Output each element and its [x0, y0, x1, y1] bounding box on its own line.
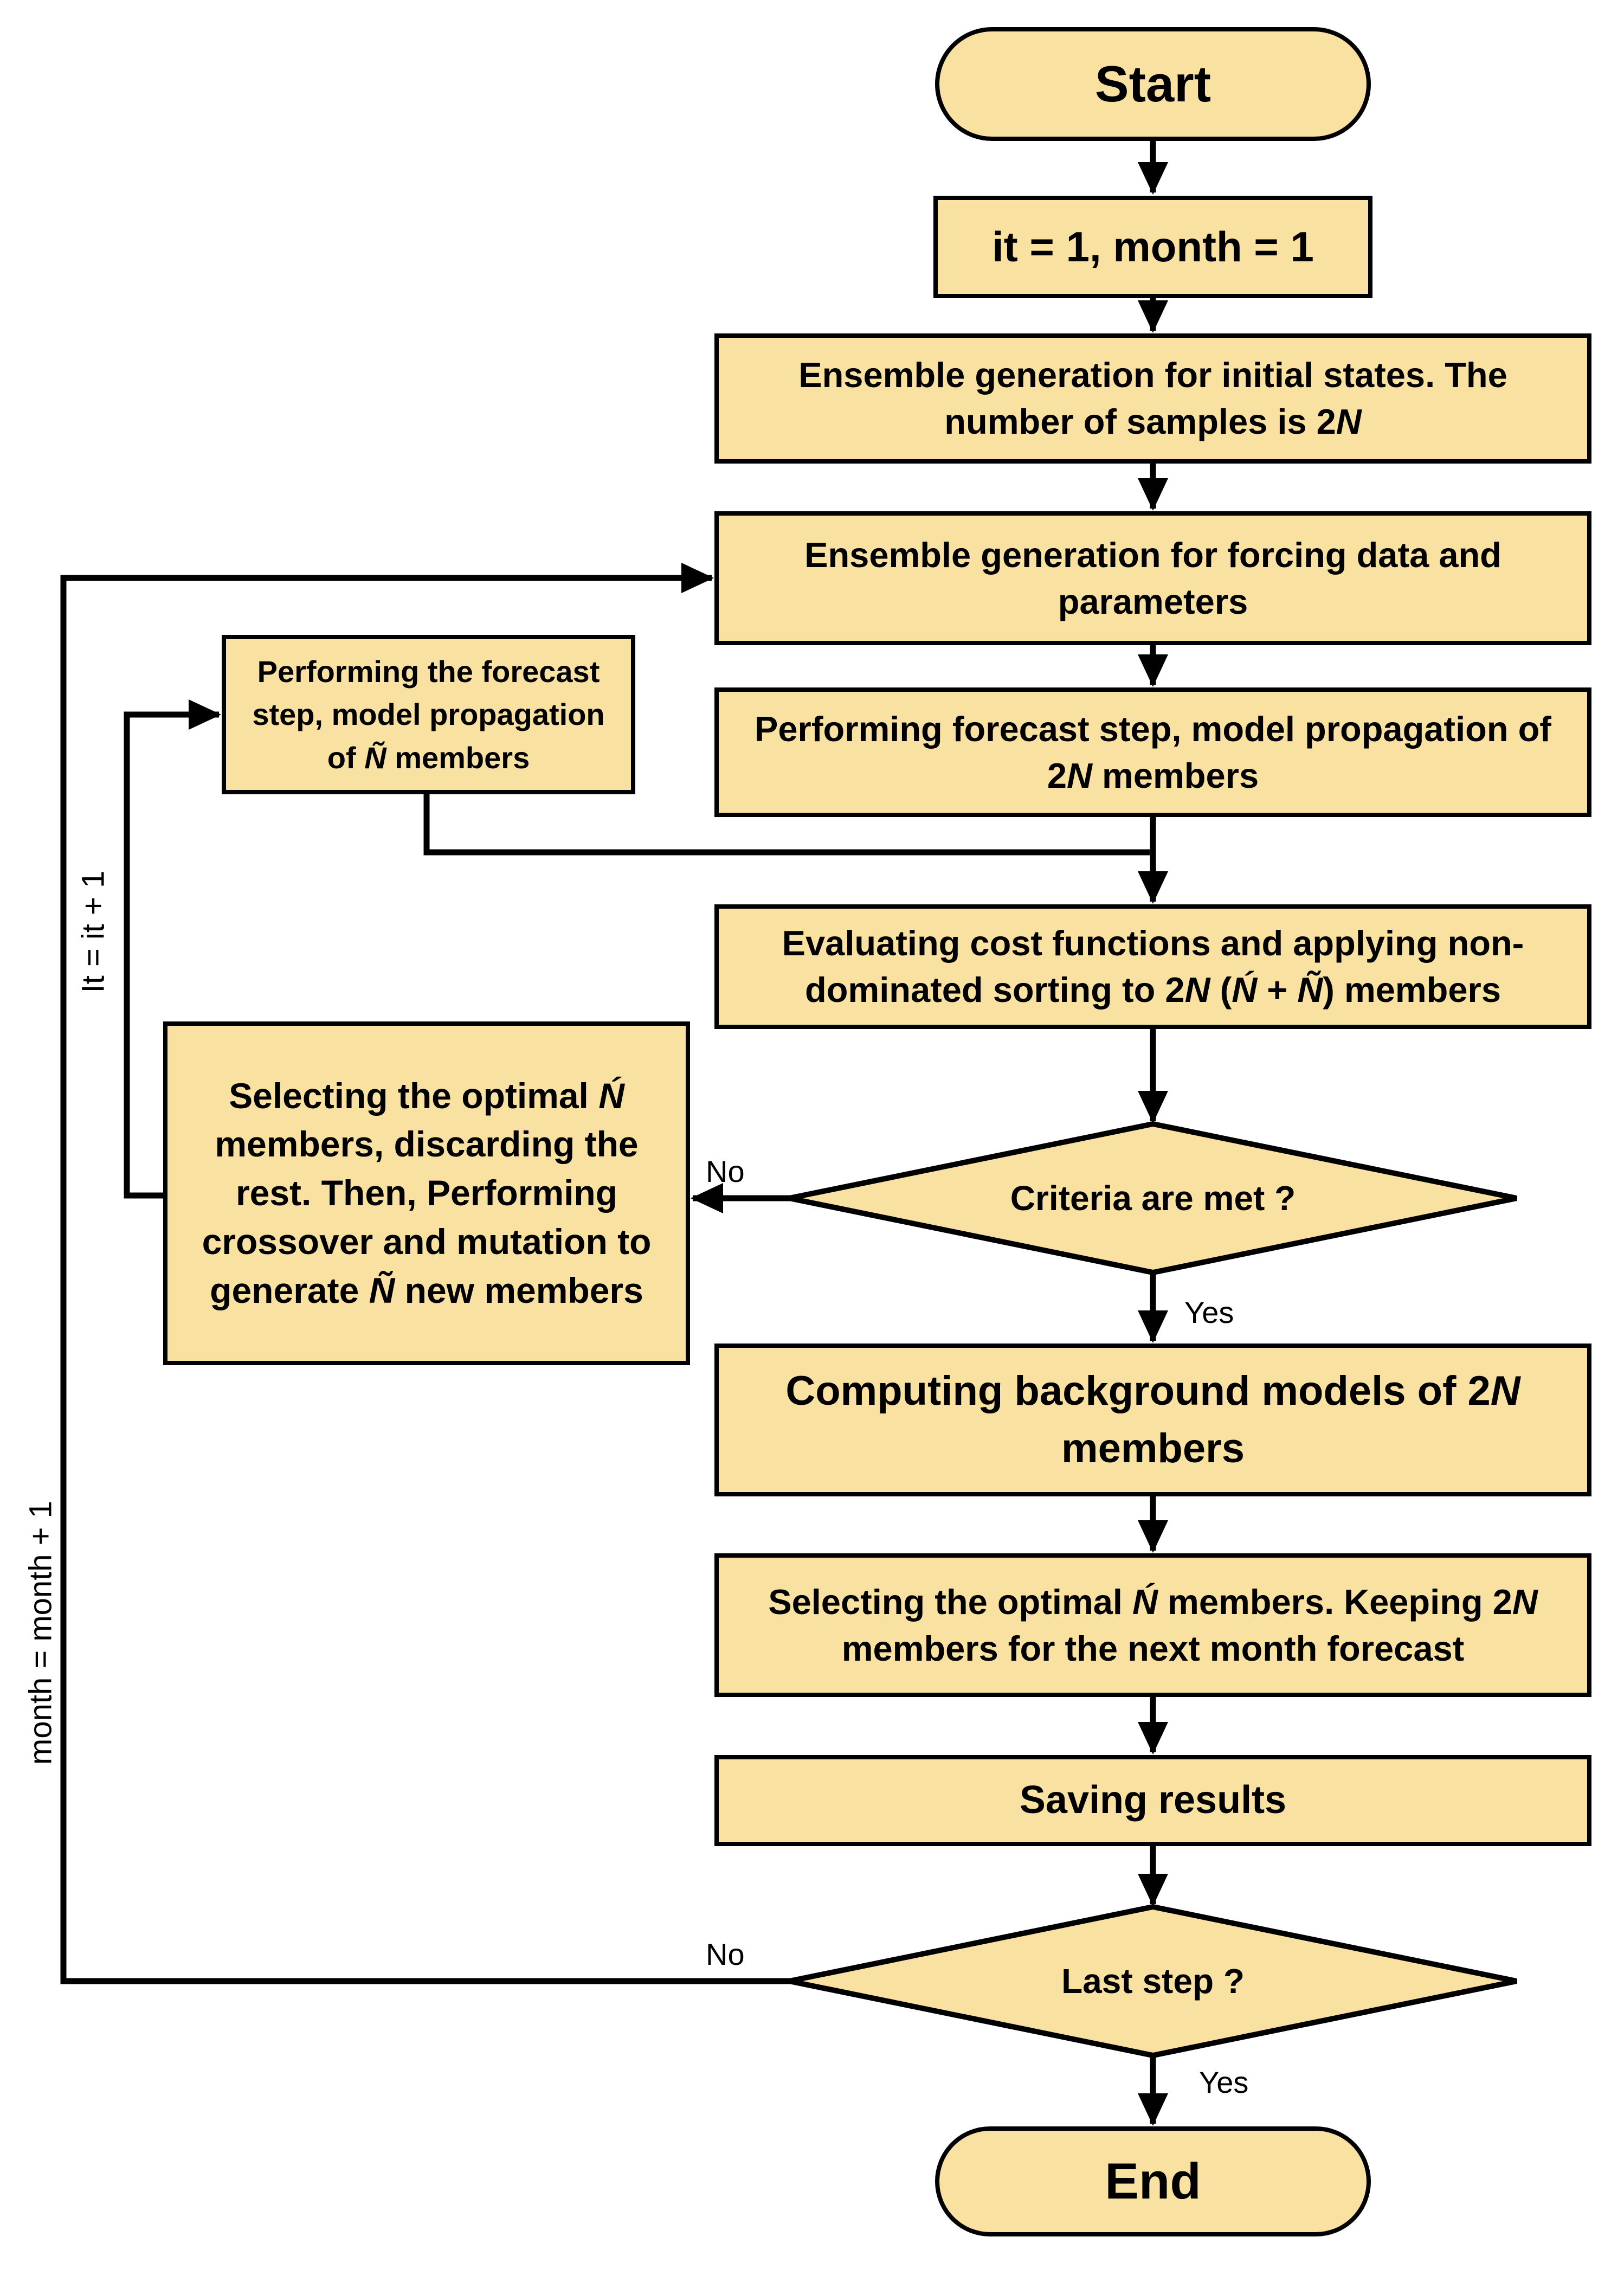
node-saving-label: Saving results — [1019, 1778, 1287, 1822]
node-crossover: Selecting the optimal Ń members, discard… — [163, 1021, 690, 1365]
label-iteration-loop: It = it + 1 — [75, 870, 111, 993]
node-ensemble-initial-label: Ensemble generation for initial states. … — [798, 355, 1507, 441]
node-evaluating: Evaluating cost functions and applying n… — [714, 904, 1591, 1029]
node-ensemble-forcing: Ensemble generation for forcing data and… — [714, 511, 1591, 645]
node-saving: Saving results — [714, 1755, 1591, 1846]
node-forecast-2n-label: Performing forecast step, model propagat… — [755, 709, 1551, 795]
node-end: End — [935, 2126, 1371, 2236]
node-init-label: it = 1, month = 1 — [992, 223, 1314, 271]
node-crossover-label: Selecting the optimal Ń members, discard… — [202, 1075, 652, 1310]
node-ensemble-initial: Ensemble generation for initial states. … — [714, 333, 1591, 464]
node-criteria-label: Criteria are met ? — [1010, 1179, 1296, 1218]
node-forecast-side-label: Performing the forecast step, model prop… — [252, 654, 605, 775]
edge-laststep-no-month-loop — [60, 563, 791, 1984]
edge-sidebox-merge — [423, 793, 1150, 856]
node-end-label: End — [1105, 2152, 1201, 2210]
node-keeping-label: Selecting the optimal Ń members. Keeping… — [768, 1582, 1538, 1668]
node-computing-label: Computing background models of 2N member… — [785, 1367, 1520, 1471]
laststep-diamond-shape — [788, 1904, 1518, 2059]
node-computing: Computing background models of 2N member… — [714, 1344, 1591, 1496]
label-criteria-yes: Yes — [1184, 1295, 1234, 1329]
node-laststep-label: Last step ? — [1061, 1962, 1245, 2001]
node-keeping: Selecting the optimal Ń members. Keeping… — [714, 1553, 1591, 1697]
label-month-loop: month = month + 1 — [23, 1501, 59, 1765]
node-init: it = 1, month = 1 — [933, 196, 1372, 298]
node-evaluating-label: Evaluating cost functions and applying n… — [782, 923, 1524, 1010]
node-start: Start — [935, 27, 1371, 141]
node-forecast-2n: Performing forecast step, model propagat… — [714, 687, 1591, 817]
node-start-label: Start — [1094, 55, 1211, 112]
node-ensemble-forcing-label: Ensemble generation for forcing data and… — [804, 535, 1501, 621]
edge-crossover-iteration-loop — [124, 699, 221, 1199]
label-criteria-no: No — [706, 1154, 745, 1188]
node-forecast-side: Performing the forecast step, model prop… — [222, 635, 635, 794]
label-laststep-yes: Yes — [1199, 2065, 1249, 2099]
label-laststep-no: No — [706, 1937, 745, 1971]
criteria-diamond-shape — [788, 1121, 1518, 1276]
